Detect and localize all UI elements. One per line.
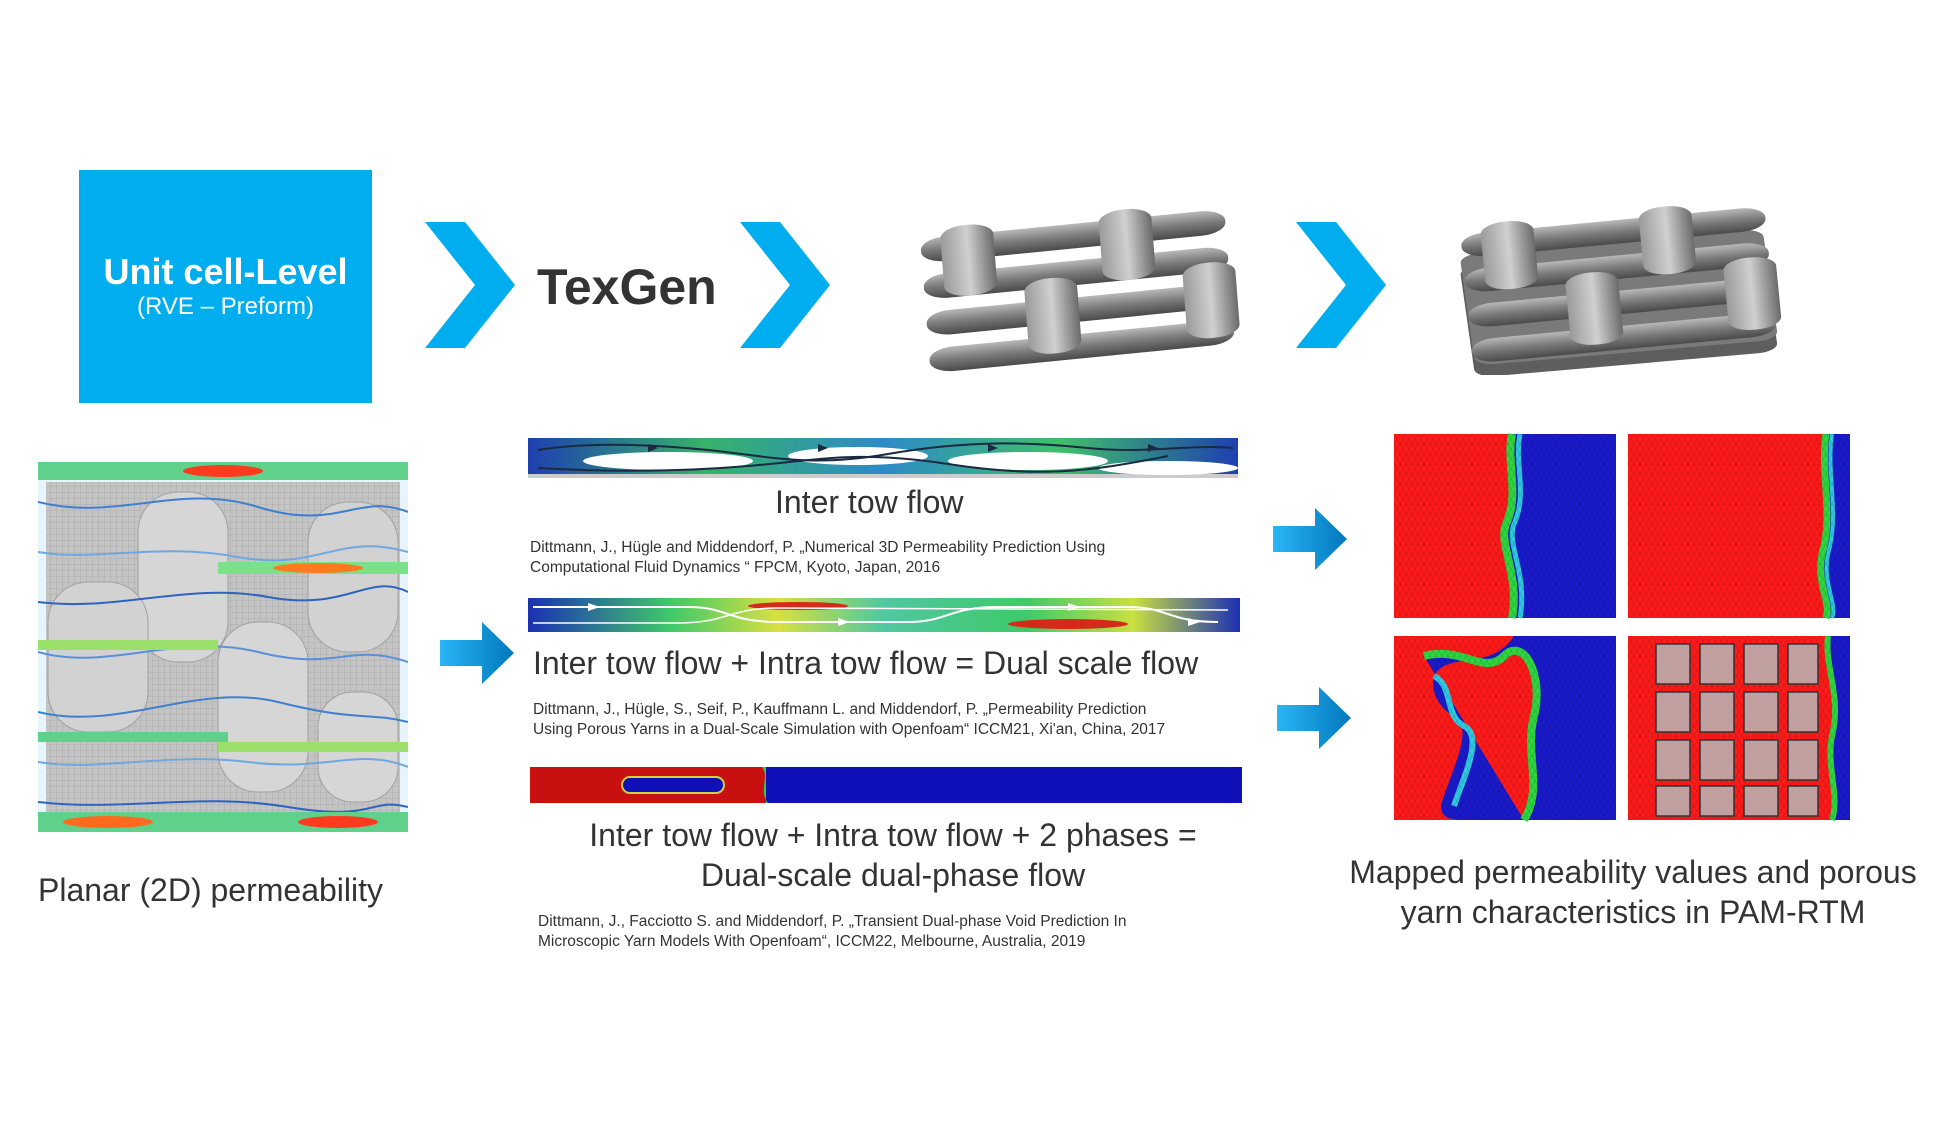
reference-1: Dittmann, J., Hügle and Middendorf, P. „…	[530, 539, 1106, 576]
reference-3: Dittmann, J., Facciotto S. and Middendor…	[538, 913, 1127, 950]
reference-2: Dittmann, J., Hügle, S., Seif, P., Kauff…	[533, 701, 1166, 738]
inter-tow-flow-image	[528, 438, 1238, 478]
texgen-label: TexGen	[537, 259, 717, 315]
chevron-right-icon	[425, 222, 515, 348]
pam-rtm-results-image	[1394, 433, 1850, 823]
stacked-fabric-image	[1460, 206, 1782, 375]
planar-permeability-caption: Planar (2D) permeability	[38, 872, 384, 908]
inter-tow-flow-caption: Inter tow flow	[775, 484, 964, 520]
planar-permeability-image	[38, 462, 408, 832]
woven-fabric-image	[920, 208, 1240, 372]
gradient-arrow-icon	[440, 622, 514, 684]
gradient-arrow-icon	[1277, 687, 1351, 749]
unit-cell-subtitle: (RVE – Preform)	[137, 292, 314, 320]
chevron-right-icon	[1296, 222, 1386, 348]
unit-cell-level-box: Unit cell-Level (RVE – Preform)	[79, 170, 372, 403]
pam-rtm-caption: Mapped permeability values and porous ya…	[1349, 854, 1917, 930]
dual-phase-caption: Inter tow flow + Intra tow flow + 2 phas…	[589, 817, 1197, 893]
dual-scale-flow-caption: Inter tow flow + Intra tow flow = Dual s…	[533, 645, 1199, 681]
dual-phase-flow-image	[530, 767, 1242, 803]
chevron-right-icon	[740, 222, 830, 348]
unit-cell-title: Unit cell-Level	[103, 250, 348, 292]
gradient-arrow-icon	[1273, 508, 1347, 570]
dual-scale-flow-image	[528, 598, 1240, 632]
